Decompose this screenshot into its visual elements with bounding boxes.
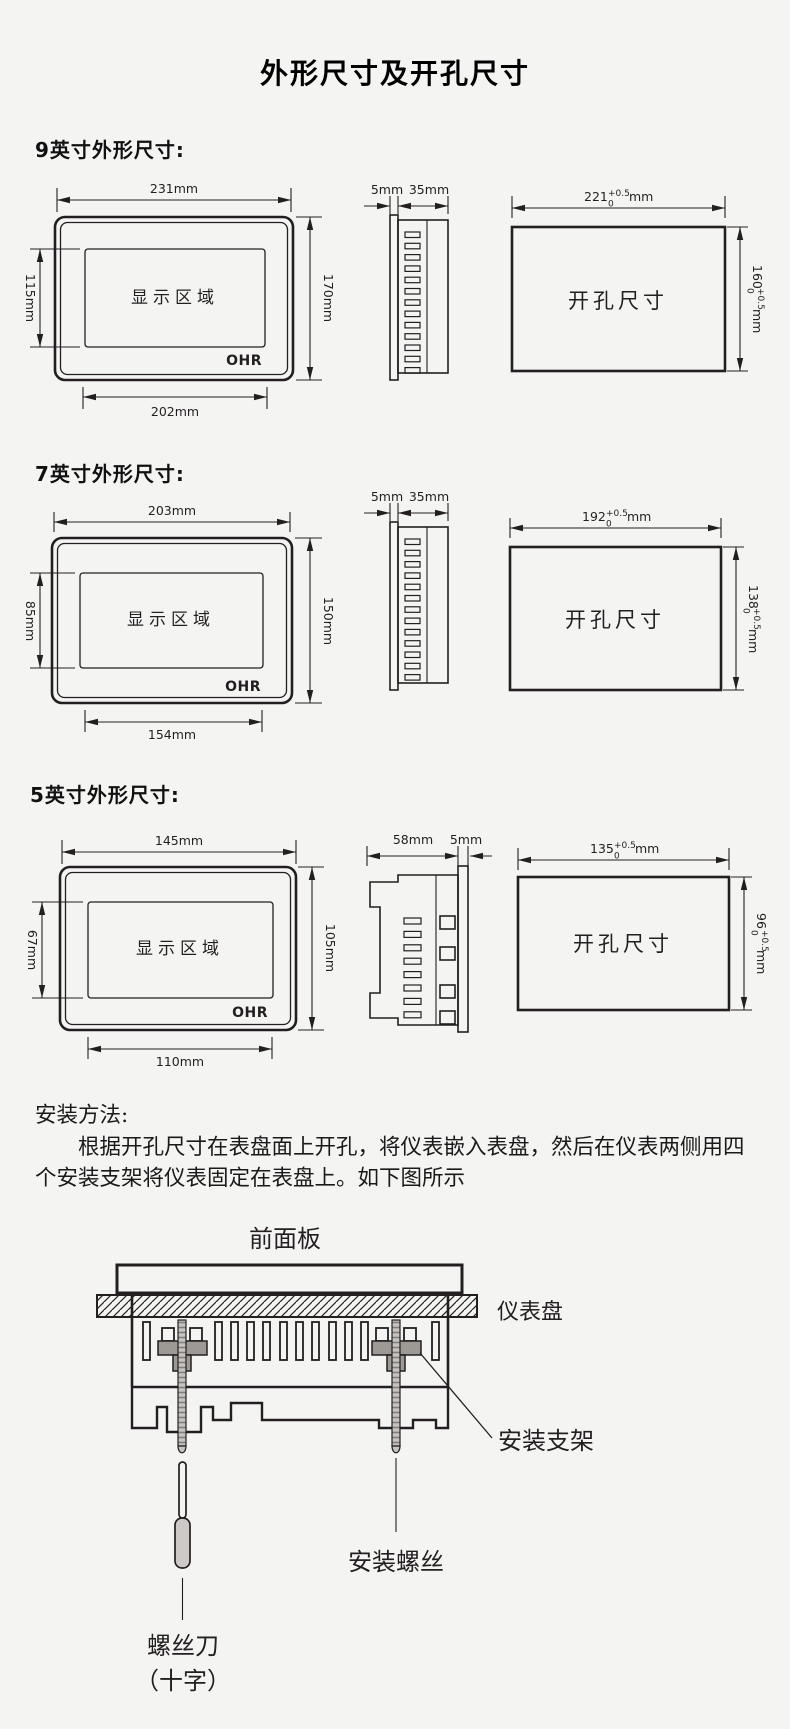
mounting-screw-left: [177, 1319, 187, 1454]
svg-text:mm: mm: [635, 841, 659, 856]
cutout-label-7: 开孔尺寸: [565, 608, 665, 632]
dim-cutout-width-5: 135 +0.5 0 mm: [590, 841, 659, 862]
device-body: [130, 1278, 450, 1434]
svg-text:192: 192: [582, 509, 606, 524]
instrument-panel-label: 仪表盘: [497, 1300, 563, 1325]
svg-text:+0.5: +0.5: [614, 841, 636, 851]
svg-text:135: 135: [590, 841, 614, 856]
ohr-logo-9: OHR: [226, 353, 262, 369]
svg-text:mm: mm: [750, 309, 765, 333]
install-paragraph: 根据开孔尺寸在表盘面上开孔，将仪表嵌入表盘，然后在仪表两侧用四个安装支架将仪表固…: [35, 1135, 745, 1191]
screwdriver-label-line2: （十字）: [135, 1667, 231, 1695]
screwdriver: [174, 1461, 191, 1569]
dim-disp-height-7: 85mm: [23, 601, 38, 641]
dim-depth-5: 58mm: [393, 832, 433, 847]
cutout-view-7inch: 192 +0.5 0 mm 开孔尺寸 138 +0.5 0 mm: [508, 509, 762, 692]
side-view-9inch: 5mm 35mm: [364, 182, 449, 381]
display-area-label-5: 显示区域: [136, 939, 224, 959]
mounting-bracket-label: 安装支架: [498, 1427, 594, 1455]
svg-text:221: 221: [584, 189, 608, 204]
svg-text:0: 0: [741, 608, 751, 614]
dim-bezel-9: 5mm: [371, 182, 403, 197]
cutout-label-9: 开孔尺寸: [568, 289, 668, 313]
svg-text:0: 0: [608, 200, 614, 210]
dim-height-9: 170mm: [321, 274, 336, 322]
dim-disp-height-5: 67mm: [25, 930, 40, 970]
section-heading-5inch: 5英寸外形尺寸:: [30, 783, 180, 807]
vent-slots-5inch: [403, 917, 422, 1019]
svg-text:160: 160: [750, 265, 765, 289]
vent-slots-9inch: [404, 231, 421, 374]
drawing-5inch: 145mm 显示区域 OHR 67mm 105mm 110mm 58mm 5mm: [25, 832, 770, 1069]
side-view-5inch: 58mm 5mm: [366, 832, 492, 1033]
vent-slots-7inch: [404, 538, 421, 681]
section-heading-9inch: 9英寸外形尺寸:: [35, 138, 185, 162]
install-heading: 安装方法:: [35, 1103, 129, 1128]
screwdriver-handle: [174, 1517, 191, 1569]
screwdriver-blade: [178, 1461, 187, 1519]
dim-depth-7: 35mm: [409, 489, 449, 504]
svg-text:mm: mm: [627, 509, 651, 524]
instrument-panel-hatch: [96, 1294, 478, 1318]
connector-ports-5inch: [439, 915, 456, 1025]
front-view-5inch: 145mm 显示区域 OHR 67mm 105mm 110mm: [25, 833, 338, 1069]
svg-text:+0.5: +0.5: [751, 608, 761, 630]
mounting-screw-label: 安装螺丝: [348, 1548, 444, 1576]
svg-text:mm: mm: [629, 189, 653, 204]
svg-text:138: 138: [746, 585, 761, 609]
dim-width-7: 203mm: [148, 503, 196, 518]
front-panel: [115, 1263, 464, 1295]
dim-disp-width-7: 154mm: [148, 727, 196, 742]
cutout-view-5inch: 135 +0.5 0 mm 开孔尺寸 96 +0.5 0 mm: [516, 841, 770, 1012]
svg-text:+0.5: +0.5: [759, 930, 769, 952]
dim-cutout-width-7: 192 +0.5 0 mm: [582, 509, 651, 530]
svg-text:+0.5: +0.5: [608, 189, 630, 199]
side-view-7inch: 5mm 35mm: [364, 489, 449, 691]
svg-text:mm: mm: [754, 950, 769, 974]
install-diagram: 前面板 仪表盘: [96, 1225, 594, 1695]
cutout-view-9inch: 221 +0.5 0 mm 开孔尺寸 160 +0.5 0 mm: [510, 189, 766, 373]
dim-height-7: 150mm: [321, 597, 336, 645]
page-title: 外形尺寸及开孔尺寸: [259, 57, 530, 90]
dim-disp-height-9: 115mm: [23, 274, 38, 322]
cutout-label-5: 开孔尺寸: [573, 932, 673, 956]
svg-text:0: 0: [745, 288, 755, 294]
install-instructions: 安装方法: 根据开孔尺寸在表盘面上开孔，将仪表嵌入表盘，然后在仪表两侧用四个安装…: [35, 1100, 751, 1194]
svg-text:0: 0: [606, 520, 612, 530]
bracket-leader-line: [419, 1352, 493, 1439]
ohr-logo-7: OHR: [225, 679, 261, 695]
dim-cutout-height-5: 96 +0.5 0 mm: [749, 913, 770, 974]
svg-text:0: 0: [614, 852, 620, 862]
section-heading-7inch: 7英寸外形尺寸:: [35, 462, 185, 486]
display-area-label-7: 显示区域: [127, 610, 215, 630]
svg-text:mm: mm: [746, 629, 761, 653]
dim-width-9: 231mm: [150, 181, 198, 196]
front-view-9inch: 231mm 显示区域 OHR 115mm 170mm 202mm: [23, 181, 336, 419]
dim-depth-9: 35mm: [409, 182, 449, 197]
drawing-7inch: 203mm 显示区域 OHR 85mm 150mm 154mm 5mm 35mm: [23, 489, 762, 742]
dim-height-5: 105mm: [323, 924, 338, 972]
rear-vent-slots: [142, 1321, 440, 1361]
dim-cutout-height-9: 160 +0.5 0 mm: [745, 265, 766, 333]
screwdriver-label-line1: 螺丝刀: [147, 1632, 219, 1660]
dim-bezel-7: 5mm: [371, 489, 403, 504]
mounting-screw-right: [391, 1319, 401, 1454]
svg-text:+0.5: +0.5: [755, 288, 765, 310]
svg-text:+0.5: +0.5: [606, 509, 628, 519]
svg-text:96: 96: [754, 913, 769, 929]
front-view-7inch: 203mm 显示区域 OHR 85mm 150mm 154mm: [23, 503, 336, 742]
dim-width-5: 145mm: [155, 833, 203, 848]
dim-cutout-height-7: 138 +0.5 0 mm: [741, 585, 762, 653]
dim-disp-width-9: 202mm: [151, 404, 199, 419]
svg-text:0: 0: [749, 930, 759, 936]
ohr-logo-5: OHR: [232, 1005, 268, 1021]
dim-bezel-5: 5mm: [450, 832, 482, 847]
drawing-9inch: 231mm 显示区域 OHR 115mm 170mm 202mm 5mm 35m…: [23, 181, 766, 419]
display-area-label-9: 显示区域: [131, 288, 219, 308]
dim-cutout-width-9: 221 +0.5 0 mm: [584, 189, 653, 210]
front-panel-label: 前面板: [249, 1225, 321, 1253]
dim-disp-width-5: 110mm: [156, 1054, 204, 1069]
